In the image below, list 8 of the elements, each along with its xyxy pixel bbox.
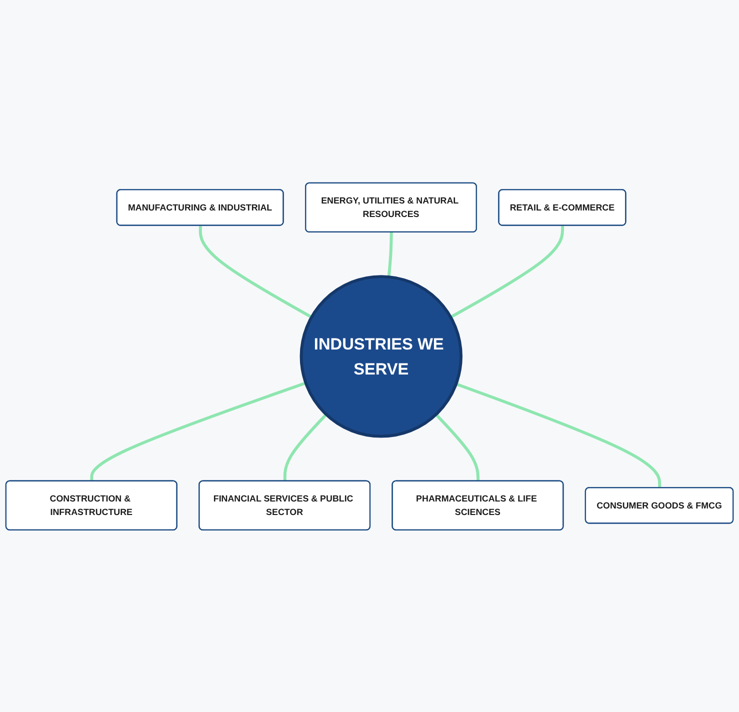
connector: [90, 381, 306, 481]
connector: [434, 413, 480, 481]
connector: [456, 382, 662, 488]
connector: [198, 225, 312, 318]
connector: [450, 225, 564, 318]
node-circle: INDUSTRIES WE SERVE: [300, 274, 462, 438]
connector: [387, 232, 393, 277]
connector: [283, 413, 328, 481]
